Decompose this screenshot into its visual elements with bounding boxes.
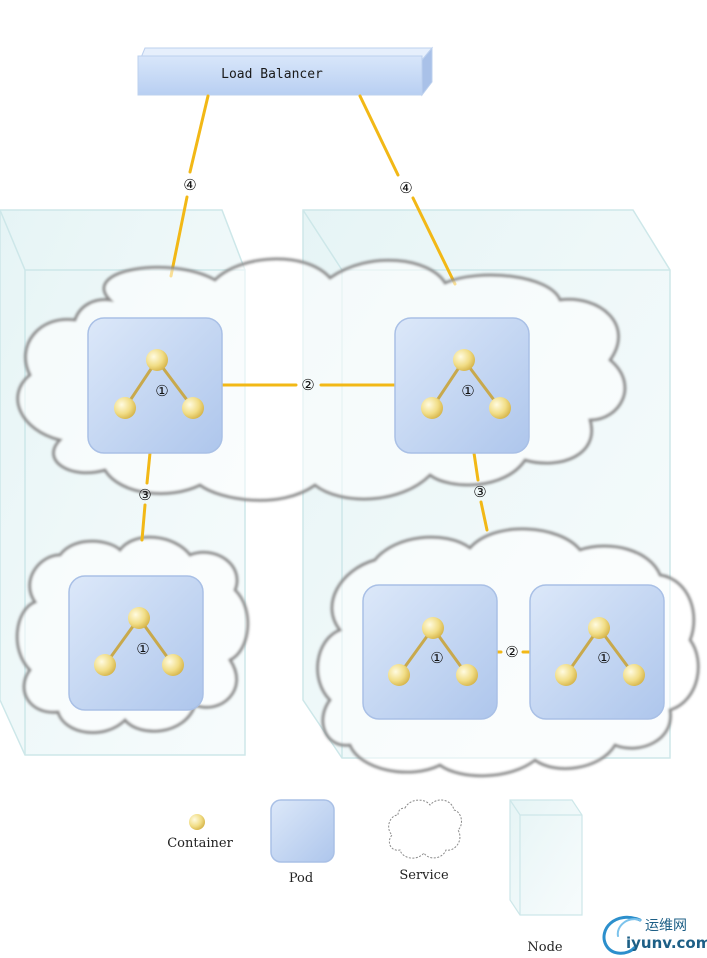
load-balancer-label: Load Balancer xyxy=(221,67,323,82)
link-lb-right-lower xyxy=(411,196,457,286)
legend-container-label: Container xyxy=(167,836,233,851)
label-container-to-container: ① xyxy=(155,382,168,400)
legend-service-label: Service xyxy=(399,868,449,883)
label-container-to-container: ① xyxy=(136,640,149,658)
pod-icon xyxy=(270,799,335,863)
container-icon xyxy=(388,664,410,686)
watermark-logo-icon xyxy=(602,915,642,955)
container-icon xyxy=(114,397,136,419)
container-icon xyxy=(588,617,610,639)
legend-pod-label: Pod xyxy=(289,871,313,886)
pod-top-right xyxy=(394,317,530,454)
legend: Container Pod Service Node xyxy=(167,799,583,955)
label-pod-to-pod: ② xyxy=(505,643,518,661)
container-icon xyxy=(422,617,444,639)
container-icon xyxy=(94,654,116,676)
label-container-to-container: ① xyxy=(461,382,474,400)
container-icon xyxy=(182,397,204,419)
watermark-en: iyunv.com xyxy=(626,934,707,952)
label-pod-to-service: ③ xyxy=(138,486,151,504)
container-icon xyxy=(128,607,150,629)
container-icon xyxy=(456,664,478,686)
legend-node-label: Node xyxy=(527,940,563,955)
container-icon xyxy=(162,654,184,676)
link-lb-left-upper xyxy=(188,94,210,174)
link-pod-service-right-upper xyxy=(472,451,480,482)
links xyxy=(169,94,457,286)
container-icon xyxy=(146,349,168,371)
pod-bottom-left xyxy=(68,575,204,711)
label-container-to-container: ① xyxy=(597,649,610,667)
label-internet-to-service: ④ xyxy=(399,179,412,197)
container-icon xyxy=(189,814,205,830)
service-icon xyxy=(388,799,462,859)
container-icon xyxy=(421,397,443,419)
pod-bottom-right xyxy=(529,584,665,720)
node-icon xyxy=(509,799,583,916)
link-pod-service-left-upper xyxy=(145,451,152,485)
label-pod-to-pod: ② xyxy=(301,376,314,394)
link-pod-service-left-lower xyxy=(140,503,147,542)
container-icon xyxy=(453,349,475,371)
label-pod-to-service: ③ xyxy=(473,483,486,501)
link-lb-right-upper xyxy=(358,94,400,177)
container-icon xyxy=(623,664,645,686)
container-icon xyxy=(555,664,577,686)
label-container-to-container: ① xyxy=(430,649,443,667)
pod-top-left xyxy=(87,317,223,454)
label-internet-to-service: ④ xyxy=(183,176,196,194)
watermark-cn: 运维网 xyxy=(645,918,687,934)
link-lb-left-lower xyxy=(169,195,189,278)
container-icon xyxy=(489,397,511,419)
load-balancer: Load Balancer xyxy=(137,46,434,97)
link-pod-service-right-lower xyxy=(479,500,489,532)
pod-bottom-middle xyxy=(362,584,498,720)
watermark: 运维网 iyunv.com xyxy=(602,915,707,955)
